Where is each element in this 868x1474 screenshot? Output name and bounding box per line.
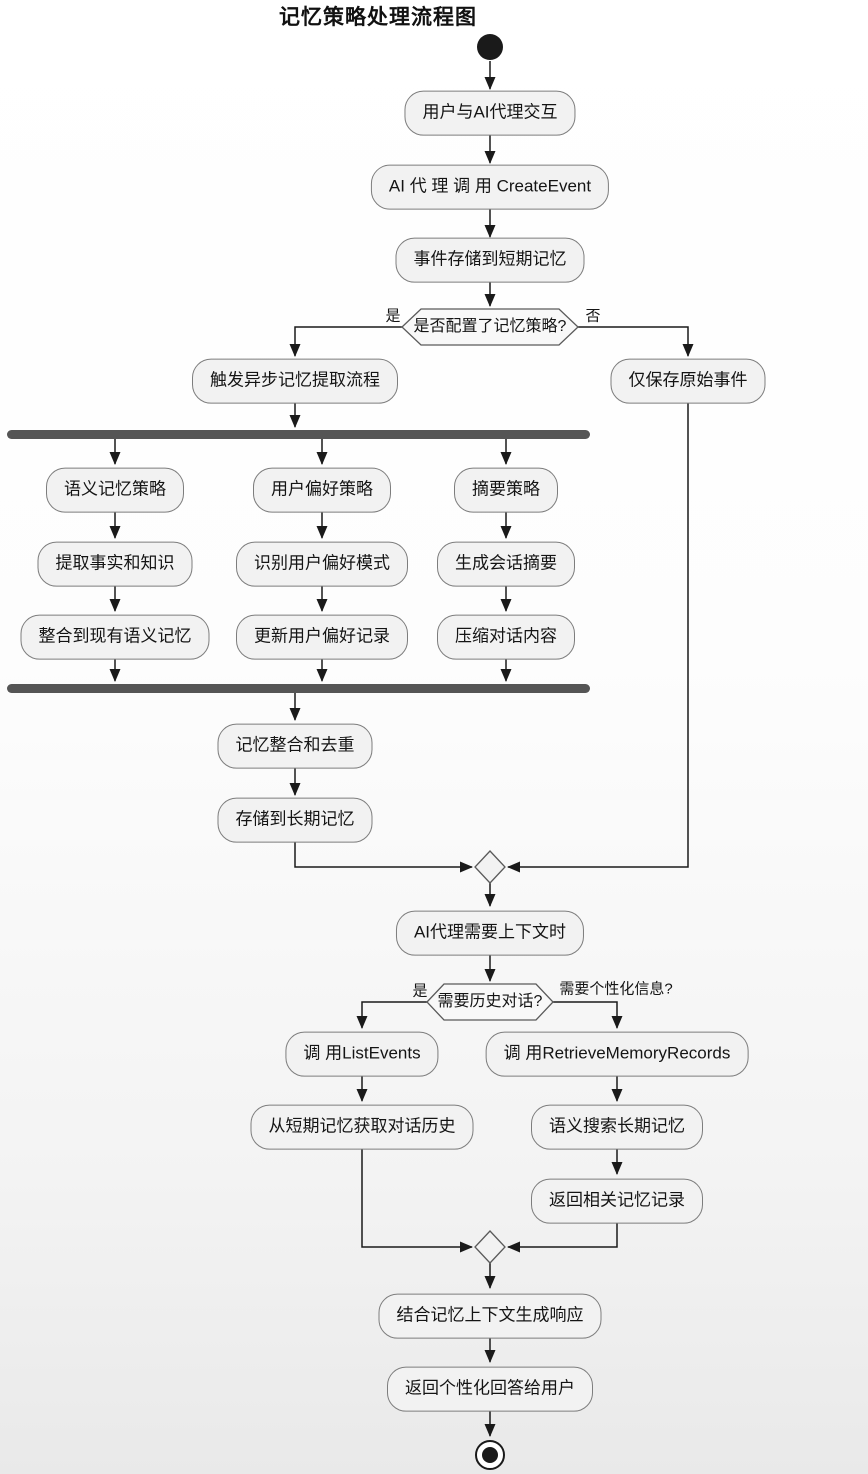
decision2-hexagon: [426, 983, 554, 1021]
edge-label-need-personalization: 需要个性化信息?: [559, 980, 673, 998]
node-preference-strategy: 用户偏好策略: [253, 467, 391, 513]
fork-bar: [7, 430, 590, 439]
edge-return-merge2: [507, 1223, 618, 1253]
edge-decision2-yes: [356, 1001, 427, 1029]
edge-label-yes1: 是: [385, 307, 401, 325]
node-merge-semantic: 整合到现有语义记忆: [20, 614, 210, 660]
edge-label-yes2: 是: [412, 982, 428, 1000]
node-call-retrievememoryrecords: 调 用RetrieveMemoryRecords: [485, 1031, 749, 1077]
node-semantic-search: 语义搜索长期记忆: [531, 1104, 703, 1150]
node-trigger-async: 触发异步记忆提取流程: [192, 358, 398, 404]
merge2-diamond: [474, 1230, 506, 1264]
edge-saveraw-merge1: [507, 403, 689, 873]
node-save-raw-only: 仅保存原始事件: [610, 358, 766, 404]
merge1-diamond: [474, 850, 506, 884]
node-store-long-term: 存储到长期记忆: [217, 797, 373, 843]
node-compress-dialogue: 压缩对话内容: [437, 614, 575, 660]
edge-label-no1: 否: [585, 307, 601, 325]
node-return-records: 返回相关记忆记录: [531, 1178, 703, 1224]
decision1-hexagon: [401, 308, 579, 346]
edge-longterm-merge1: [294, 842, 473, 873]
edge-decision1-no: [578, 326, 694, 357]
node-generate-summary: 生成会话摘要: [437, 541, 575, 587]
start-node: [477, 34, 503, 60]
edge-decision2-personalized: [553, 1001, 623, 1029]
node-consolidate-dedupe: 记忆整合和去重: [217, 723, 373, 769]
diagram-title: 记忆策略处理流程图: [279, 6, 477, 29]
node-generate-response: 结合记忆上下文生成响应: [378, 1293, 602, 1339]
decision1-text: 是否配置了记忆策略?: [413, 318, 567, 335]
decision2-text: 需要历史对话?: [437, 993, 543, 1010]
end-node-dot: [482, 1447, 498, 1463]
node-call-listevents: 调 用ListEvents: [285, 1031, 439, 1077]
node-summary-strategy: 摘要策略: [454, 467, 558, 513]
join-bar: [7, 684, 590, 693]
node-agent-needs-context: AI代理需要上下文时: [395, 910, 585, 956]
node-store-short-term: 事件存储到短期记忆: [395, 237, 585, 283]
edge-decision1-yes: [289, 326, 402, 357]
node-extract-facts: 提取事实和知识: [37, 541, 193, 587]
node-call-createevent: AI 代 理 调 用 CreateEvent: [370, 164, 610, 210]
node-update-preferences: 更新用户偏好记录: [236, 614, 408, 660]
node-return-answer: 返回个性化回答给用户: [387, 1366, 593, 1412]
node-get-history: 从短期记忆获取对话历史: [250, 1104, 474, 1150]
node-user-interact: 用户与AI代理交互: [404, 90, 576, 136]
edge-history-merge2: [361, 1149, 473, 1253]
node-identify-patterns: 识别用户偏好模式: [236, 541, 408, 587]
node-semantic-strategy: 语义记忆策略: [46, 467, 184, 513]
